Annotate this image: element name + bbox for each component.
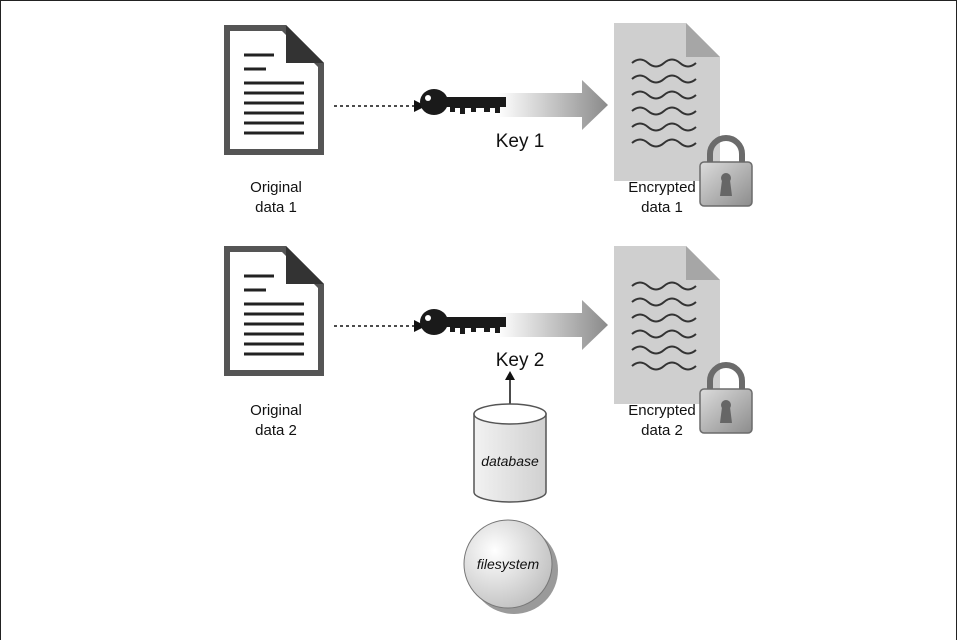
encrypted-label-line1: Encrypted bbox=[628, 179, 696, 196]
connector-arrowhead bbox=[414, 100, 426, 112]
original-document-icon bbox=[222, 244, 326, 378]
encrypted-document-icon bbox=[613, 245, 721, 405]
key-label: Key 1 bbox=[496, 131, 545, 152]
key-source-arrowhead bbox=[505, 371, 515, 380]
filesystem-label: filesystem bbox=[477, 556, 540, 572]
encrypted-document-icon bbox=[613, 22, 721, 182]
original-label-line1: Original bbox=[250, 179, 302, 196]
encrypted-label-line1: Encrypted bbox=[628, 402, 696, 419]
filesystem-disc bbox=[463, 519, 558, 614]
key-label: Key 2 bbox=[496, 350, 545, 371]
encryption-arrow bbox=[498, 300, 608, 350]
row-2: Key 2 Original data 2 Encrypted data 2 bbox=[222, 244, 752, 439]
connector-arrowhead bbox=[414, 320, 426, 332]
key-icon bbox=[420, 89, 506, 115]
encryption-arrow bbox=[498, 80, 608, 130]
database-cylinder bbox=[473, 403, 547, 503]
key-icon bbox=[420, 309, 506, 335]
original-label-line2: data 1 bbox=[255, 199, 297, 216]
encrypted-label-line2: data 1 bbox=[641, 199, 683, 216]
row-1: Key 1 Original data 1 Encrypted data 1 bbox=[222, 22, 752, 216]
database-label: database bbox=[481, 453, 539, 469]
original-label-line2: data 2 bbox=[255, 422, 297, 439]
original-document-icon bbox=[222, 23, 326, 157]
encrypted-label-line2: data 2 bbox=[641, 422, 683, 439]
original-label-line1: Original bbox=[250, 402, 302, 419]
